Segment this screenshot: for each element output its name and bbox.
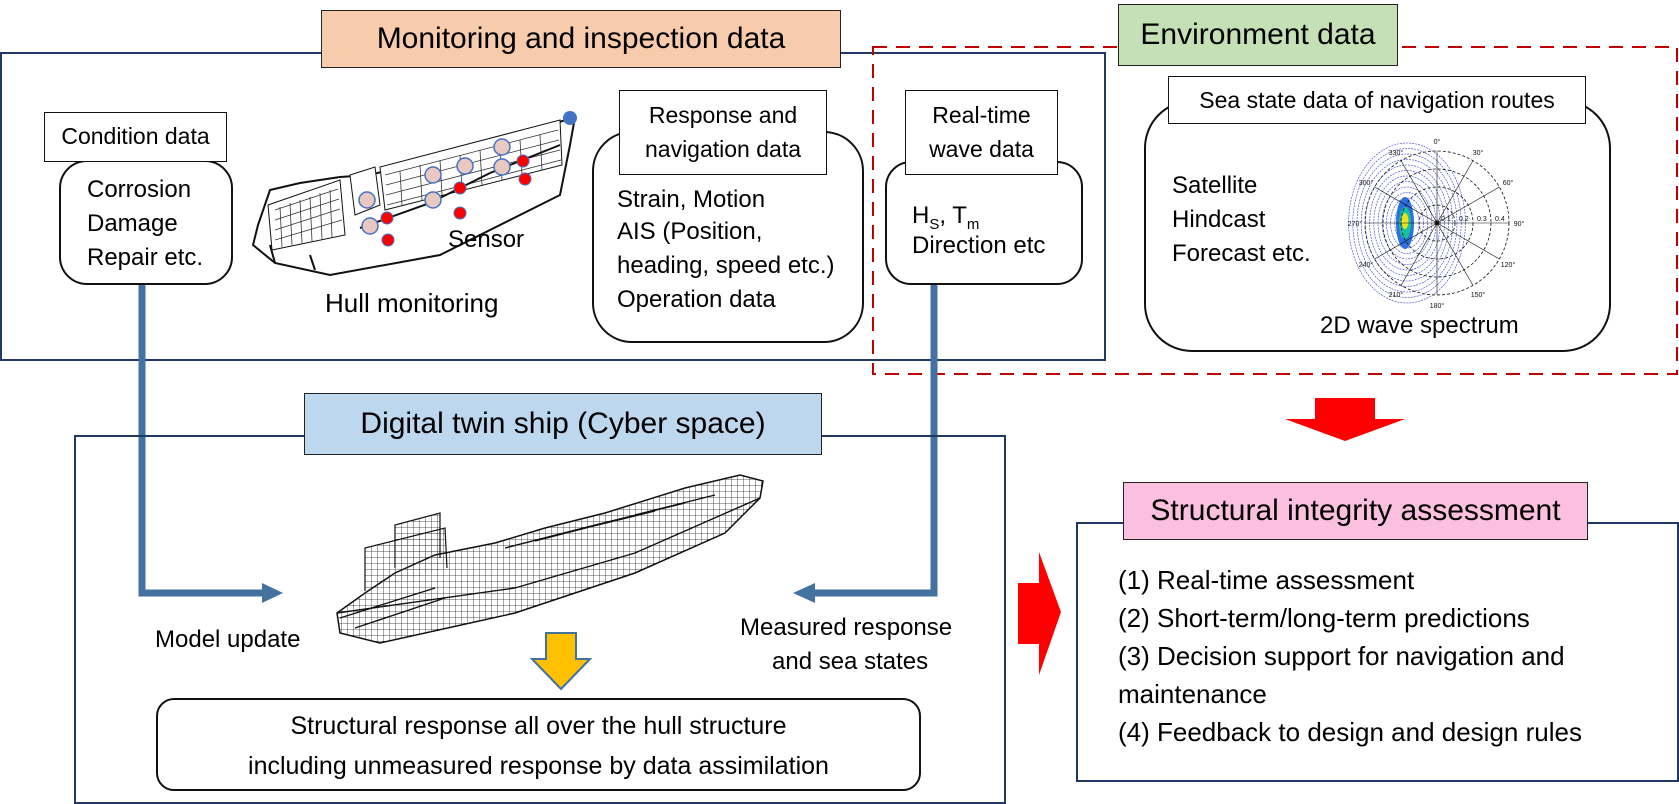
condition-item-damage: Damage: [87, 210, 178, 237]
polar-radius-label: 0.4: [1495, 216, 1505, 223]
response-label-line2: navigation data: [644, 136, 801, 162]
spectrum-caption: 2D wave spectrum: [1320, 312, 1519, 339]
polar-radius-label: 0.1: [1441, 216, 1451, 223]
polar-angle-label: 150°: [1471, 291, 1486, 299]
sea-state-box: [1144, 100, 1611, 352]
polar-radius-label: 0.3: [1477, 216, 1487, 223]
sea-state-item-hindcast: Hindcast: [1172, 206, 1266, 233]
hs-subscript: S: [929, 215, 940, 233]
polar-spoke: [1400, 222, 1438, 286]
sea-state-label: Sea state data of navigation routes: [1168, 76, 1586, 124]
wave-label-line1: Real-time: [932, 102, 1031, 128]
response-item-heading: heading, speed etc.): [617, 252, 835, 279]
polar-angle-label: 60°: [1503, 179, 1514, 187]
assessment-item-4: (4) Feedback to design and design rules: [1118, 717, 1582, 747]
polar-spoke: [1436, 222, 1500, 260]
polar-angle-label: 120°: [1501, 261, 1516, 269]
wave-hs-tm: HS, Tm: [912, 200, 979, 241]
assessment-item-3: (3) Decision support for navigation and: [1118, 641, 1565, 671]
hull-monitoring-caption: Hull monitoring: [325, 288, 499, 318]
red-down-arrow: [1285, 398, 1405, 441]
container-ship-sketch: [251, 111, 577, 277]
assessment-item-2: (2) Short-term/long-term predictions: [1118, 603, 1530, 633]
monitoring-title: Monitoring and inspection data: [321, 10, 841, 68]
assessment-title: Structural integrity assessment: [1123, 482, 1588, 540]
antenna-sensor: [563, 111, 577, 125]
assessment-item-1: (1) Real-time assessment: [1118, 565, 1415, 595]
response-data-label: Response and navigation data: [619, 90, 827, 175]
measured-response-label-line1: Measured response: [740, 614, 953, 641]
environment-title: Environment data: [1118, 4, 1398, 66]
condition-item-repair: Repair etc.: [87, 244, 204, 271]
wave-label-line2: wave data: [929, 136, 1034, 162]
model-update-label: Model update: [155, 626, 301, 653]
polar-spoke: [1374, 222, 1438, 260]
response-label-line1: Response and: [648, 102, 798, 128]
sea-state-item-satellite: Satellite: [1172, 172, 1258, 199]
polar-angle-label: 180°: [1430, 302, 1445, 310]
sea-state-item-forecast: Forecast etc.: [1172, 240, 1311, 267]
wave-data-label: Real-time wave data: [905, 90, 1058, 175]
model-update-connector: [138, 285, 265, 597]
polar-angle-label: 300°: [1359, 179, 1374, 187]
model-update-arrowhead: [262, 583, 283, 603]
tm-subscript: m: [966, 215, 980, 233]
condition-item-corrosion: Corrosion: [87, 176, 192, 203]
structural-response-line2: including unmeasured response by data as…: [248, 752, 829, 780]
condition-data-label: Condition data: [44, 112, 227, 162]
polar-angle-label: 240°: [1359, 261, 1374, 269]
wave-direction: Direction etc: [912, 232, 1046, 259]
yellow-down-arrow: [529, 632, 593, 691]
hs-symbol: H: [912, 202, 930, 229]
polar-center: [1434, 220, 1440, 226]
sensor-label: Sensor: [448, 226, 525, 253]
measured-response-arrowhead: [793, 583, 815, 603]
polar-spoke: [1436, 186, 1500, 224]
digital-twin-title: Digital twin ship (Cyber space): [304, 393, 822, 455]
structural-response-box: [156, 698, 921, 791]
assessment-item-3-cont: maintenance: [1118, 679, 1267, 709]
red-right-arrow: [1018, 552, 1061, 675]
polar-radius-label: 0.2: [1459, 216, 1469, 223]
measured-response-connector: [812, 285, 938, 597]
wave-spectrum-polar-plot: 0.1 0.2 0.3 0.4 0° 30° 60° 90° 120° 150° 180° 210° 2…: [1348, 138, 1525, 310]
polar-spoke: [1436, 160, 1474, 224]
structural-response-line1: Structural response all over the hull st…: [290, 712, 787, 740]
polar-angle-label: 0°: [1434, 138, 1441, 146]
polar-angle-label: 330°: [1389, 149, 1404, 157]
polar-spoke: [1374, 186, 1438, 224]
polar-angle-label: 30°: [1473, 149, 1484, 157]
response-item-ais: AIS (Position,: [617, 218, 763, 245]
polar-angle-label: 270°: [1348, 220, 1363, 228]
polar-angle-label: 90°: [1514, 220, 1525, 228]
fe-mesh-ship-model: [336, 474, 764, 644]
measured-response-label-line2: and sea states: [772, 648, 929, 675]
polar-angle-label: 210°: [1389, 291, 1404, 299]
polar-spoke: [1400, 160, 1438, 224]
response-item-operation: Operation data: [617, 286, 776, 313]
tm-symbol: , T: [939, 202, 967, 229]
polar-spoke: [1436, 222, 1474, 286]
spectrum-core-peak: [1401, 213, 1409, 229]
response-item-strain: Strain, Motion: [617, 186, 766, 213]
